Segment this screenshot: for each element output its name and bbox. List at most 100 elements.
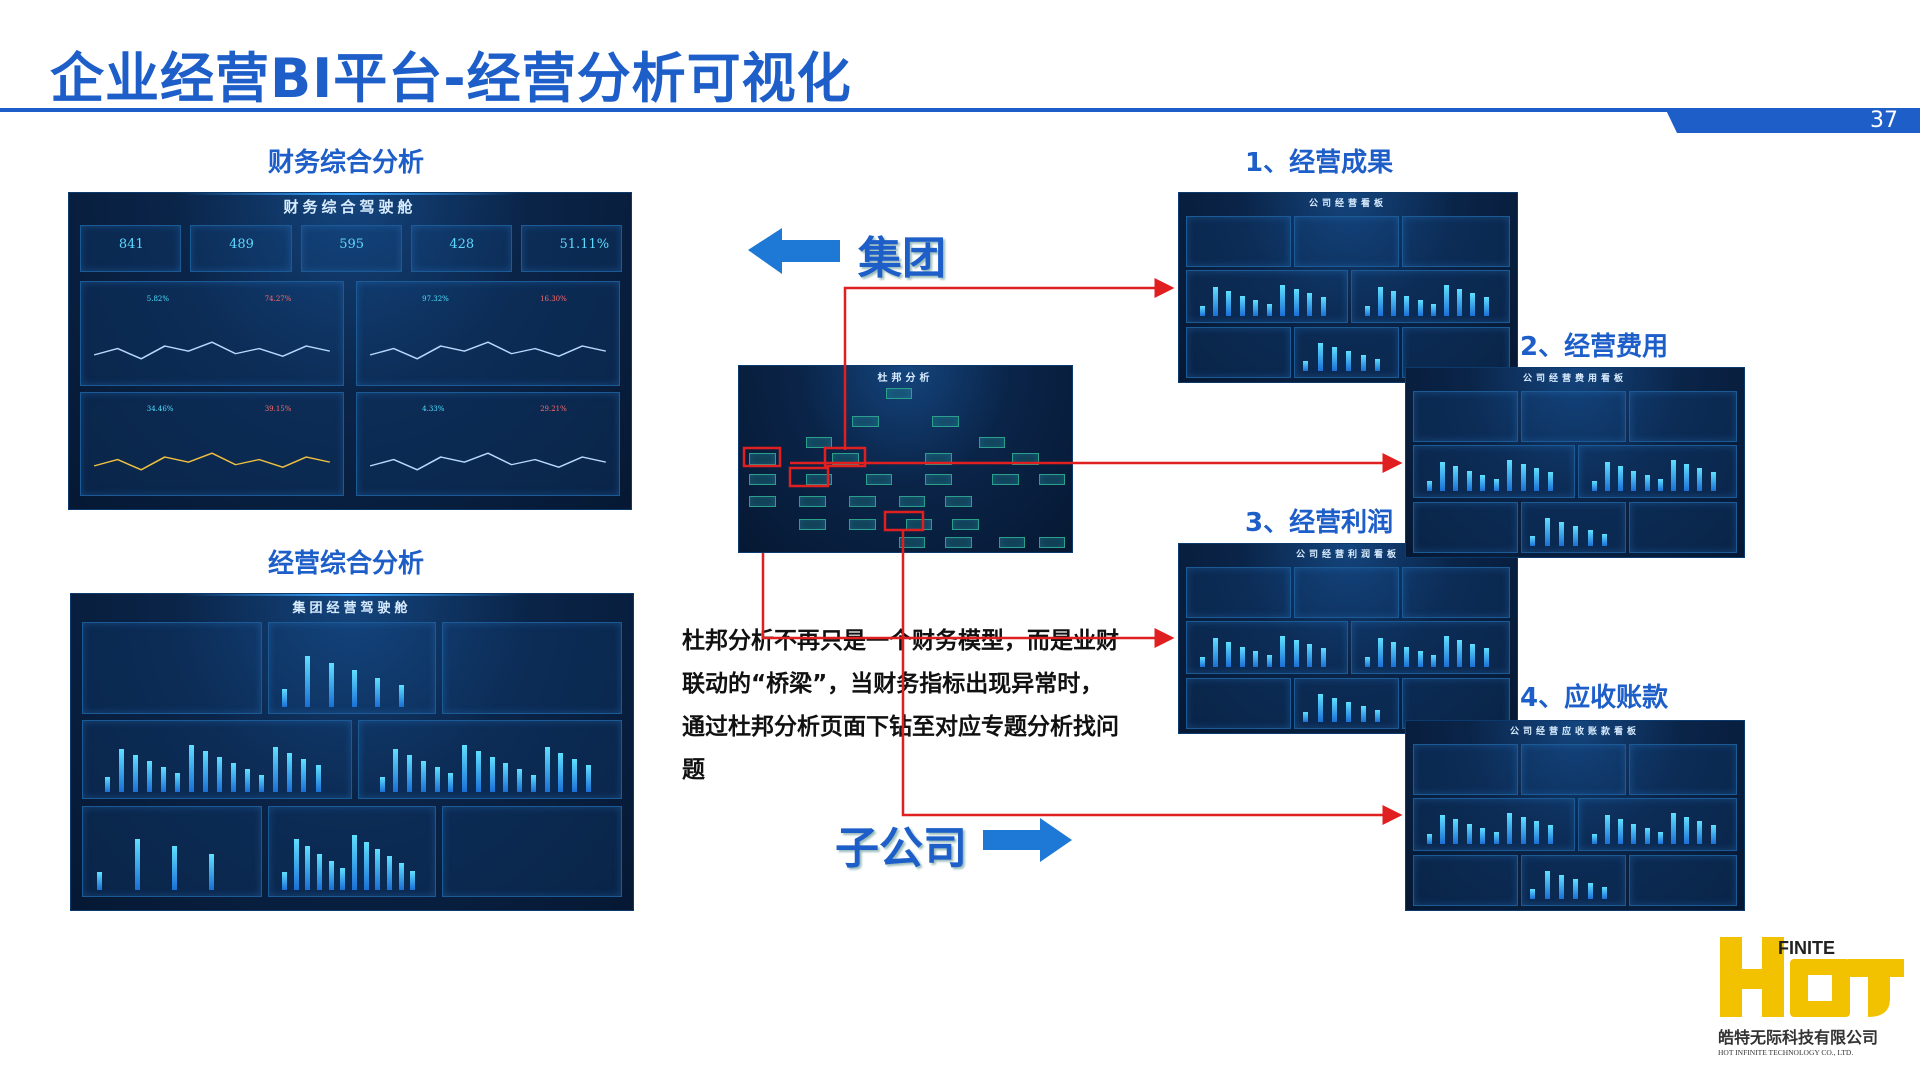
- kpi-value: 428: [449, 236, 475, 252]
- company-logo: FINITE 皓特无际科技有限公司 HOT INFINITE TECHNOLOG…: [1718, 935, 1908, 1065]
- dashboard-panel: [1629, 855, 1738, 907]
- decorative-bar: [1360, 355, 1366, 372]
- dupont-node: [748, 496, 776, 508]
- decorative-bar: [410, 870, 416, 891]
- decorative-bar: [1426, 834, 1432, 845]
- decorative-bar: [282, 872, 287, 891]
- dashboard-panel: [441, 805, 622, 898]
- dashboard-panel: 4.33%29.21%: [355, 392, 620, 497]
- decorative-bar: [398, 684, 404, 708]
- decorative-bar: [1670, 812, 1676, 845]
- decorative-bar: [363, 841, 369, 891]
- decorative-bar: [259, 775, 265, 793]
- decorative-bar: [1453, 819, 1459, 845]
- dupont-node: [1038, 473, 1066, 486]
- decorative-bar: [1591, 481, 1597, 492]
- decorative-bar: [1520, 463, 1526, 492]
- decorative-bar: [1644, 827, 1650, 845]
- decorative-bar: [1303, 361, 1309, 372]
- decorative-bar: [1587, 530, 1593, 547]
- subsidiary-label: 子公司: [835, 823, 967, 874]
- decorative-bar: [231, 763, 237, 793]
- decorative-bar: [1558, 875, 1564, 900]
- decorative-bar: [273, 746, 279, 793]
- decorative-bar: [1631, 823, 1637, 845]
- decorative-bar: [1440, 815, 1446, 845]
- rate-value: 5.82%: [146, 294, 170, 303]
- dupont-node: [848, 496, 876, 508]
- rate-value: 34.46%: [146, 405, 174, 414]
- decorative-bar: [1253, 299, 1259, 317]
- decorative-bar: [1239, 646, 1245, 668]
- page-title: 企业经营BI平台-经营分析可视化: [50, 47, 852, 110]
- dupont-node: [885, 388, 913, 400]
- decorative-bar: [174, 773, 180, 793]
- dashboard-panel: [1185, 327, 1291, 379]
- dashboard-panel: [1402, 566, 1511, 618]
- dashboard-panel: [1629, 390, 1738, 442]
- right-label-2: 2、经营费用: [1520, 332, 1669, 362]
- dupont-node: [978, 436, 1006, 448]
- decorative-bar: [1346, 351, 1352, 372]
- dashboard-panel: [1412, 445, 1575, 499]
- decorative-bar: [1331, 347, 1337, 372]
- decorative-bar: [572, 759, 578, 793]
- decorative-bar: [1605, 815, 1611, 845]
- dashboard-panel: [1293, 566, 1399, 618]
- decorative-bar: [1507, 459, 1513, 492]
- decorative-bar: [293, 839, 299, 891]
- decorative-bar: [209, 853, 215, 891]
- decorative-bar: [1346, 702, 1352, 723]
- decorative-bar: [1320, 648, 1326, 668]
- operating-results-dashboard: 公司经营看板: [1178, 192, 1518, 383]
- decorative-bar: [160, 766, 166, 793]
- rate-value: 39.15%: [264, 405, 292, 414]
- kpi-value: 841: [118, 236, 144, 252]
- dashboard-panel: [82, 805, 263, 898]
- decorative-bar: [328, 663, 334, 708]
- dashboard-panel: [1402, 215, 1511, 267]
- dashboard-panel: [1293, 215, 1399, 267]
- decorative-bar: [1697, 820, 1703, 845]
- dashboard-panel: [1578, 798, 1738, 852]
- decorative-bar: [282, 689, 287, 708]
- dashboard-panel: 595: [300, 224, 402, 272]
- dashboard-panel: [267, 805, 437, 898]
- dupont-node: [898, 496, 926, 508]
- decorative-bar: [1266, 654, 1272, 668]
- decorative-bar: [1507, 812, 1513, 845]
- decorative-bar: [1417, 650, 1423, 668]
- dupont-node: [1038, 537, 1066, 549]
- dupont-node: [945, 537, 973, 549]
- finance-section-label: 财务综合分析: [268, 148, 425, 178]
- decorative-bar: [1364, 657, 1370, 668]
- decorative-bar: [1587, 883, 1593, 900]
- dashboard-panel: [1185, 566, 1291, 618]
- dashboard-panel: [1629, 743, 1738, 795]
- rate-value: 74.27%: [264, 294, 292, 303]
- decorative-bar: [1602, 886, 1608, 900]
- description-text: 杜邦分析不再只是一个财务模型，而是业财联动的“桥梁”，当财务指标出现异常时，通过…: [682, 628, 1119, 783]
- decorative-bar: [375, 849, 381, 891]
- decorative-bar: [1605, 462, 1611, 492]
- decorative-bar: [1378, 638, 1384, 668]
- decorative-bar: [1618, 466, 1624, 492]
- dashboard-panel: [1351, 621, 1511, 675]
- rate-value: 97.32%: [422, 294, 449, 303]
- decorative-bar: [420, 760, 426, 793]
- decorative-bar: [1320, 297, 1326, 317]
- decorative-bar: [1483, 297, 1489, 317]
- decorative-bar: [1602, 533, 1608, 547]
- dupont-node: [998, 537, 1026, 549]
- trend-line: [94, 341, 331, 361]
- decorative-bar: [1307, 643, 1313, 668]
- decorative-bar: [448, 773, 454, 793]
- decorative-bar: [1266, 303, 1272, 317]
- decorative-bar: [1457, 288, 1463, 317]
- dashboard-panel: [1629, 502, 1738, 554]
- dupont-node: [1012, 453, 1039, 465]
- decorative-bar: [1199, 657, 1205, 668]
- trend-line: [369, 452, 606, 471]
- dupont-node: [952, 518, 979, 530]
- decorative-bar: [1226, 642, 1232, 668]
